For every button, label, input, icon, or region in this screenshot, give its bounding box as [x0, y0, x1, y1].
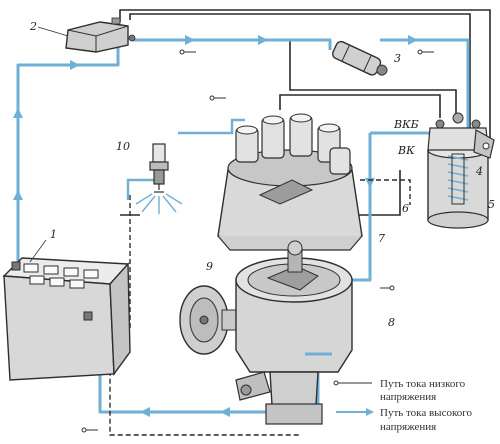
arrow-marker [258, 35, 268, 45]
distributor-cap [217, 113, 363, 251]
label-resistor: 3 [394, 52, 401, 65]
spark-plug [149, 143, 169, 193]
arrow-marker [220, 407, 230, 417]
label-distributor: 9 [206, 260, 213, 273]
legend-high-voltage-line2: напряжения [380, 421, 436, 433]
arrow-marker [185, 35, 195, 45]
label-vkb-terminal: ВКБ [393, 118, 419, 131]
resistor-relay [331, 40, 388, 76]
legend-high-voltage-line1: Путь тока высокого [380, 407, 472, 419]
cap-terminals [235, 115, 351, 175]
arrow-marker [13, 108, 23, 118]
arrow-marker [70, 60, 80, 70]
high-voltage-wire [126, 118, 245, 200]
legend: Путь тока низкого напряжения Путь тока в… [333, 378, 472, 433]
ignition-coil [427, 112, 495, 229]
label-ignition-switch: 2 [29, 20, 37, 33]
legend-low-voltage-marker [333, 380, 372, 386]
label-breaker: 8 [388, 316, 395, 329]
arrow-marker [140, 407, 150, 417]
component-labels: 2 3 10 ВКБ ВК 4 5 6 7 8 9 1 [29, 20, 495, 329]
direction-markers [81, 49, 434, 433]
label-coil-6: 6 [402, 202, 409, 215]
coil-windings [447, 155, 469, 201]
arrow-marker [408, 35, 418, 45]
legend-high-voltage-marker [336, 408, 374, 416]
low-voltage-arrows [13, 35, 418, 417]
distributor-body [179, 240, 353, 425]
label-distributor-cap: 7 [378, 232, 385, 245]
label-spark-plug: 10 [116, 140, 130, 153]
label-vk-terminal: ВК [397, 144, 415, 157]
arrow-marker [13, 190, 23, 200]
ignition-switch [65, 17, 136, 53]
battery-caps [23, 263, 99, 289]
label-battery: 1 [50, 228, 57, 241]
label-coil-4: 4 [475, 165, 483, 178]
legend-low-voltage-line2: напряжения [380, 391, 436, 403]
cap-terminal-tops [236, 113, 340, 135]
legend-low-voltage-line1: Путь тока низкого [380, 378, 466, 390]
black-wires [119, 9, 491, 216]
battery [2, 257, 131, 381]
label-coil-5: 5 [488, 198, 495, 211]
spark-rays [135, 193, 183, 214]
